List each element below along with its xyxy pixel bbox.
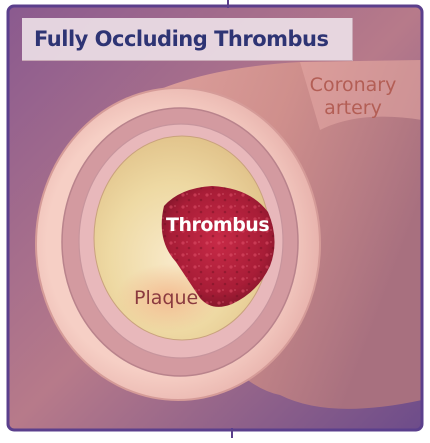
coronary-artery-label: Coronary artery bbox=[298, 74, 408, 120]
coronary-artery-label-line1: Coronary bbox=[298, 74, 408, 97]
figure-title: Fully Occluding Thrombus bbox=[34, 27, 329, 51]
plaque-label: Plaque bbox=[134, 287, 198, 309]
coronary-artery-label-line2: artery bbox=[298, 97, 408, 120]
title-box: Fully Occluding Thrombus bbox=[22, 18, 353, 61]
thrombus-label: Thrombus bbox=[166, 214, 269, 236]
